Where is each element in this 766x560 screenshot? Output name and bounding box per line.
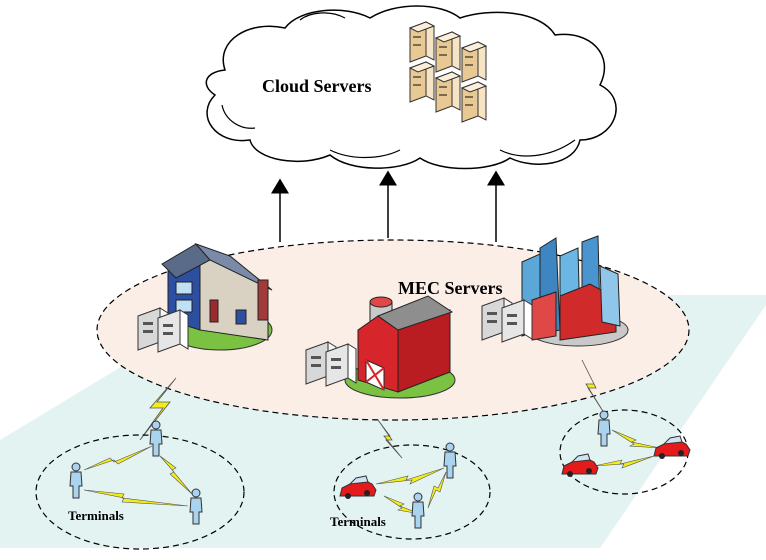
barn-icon bbox=[344, 295, 456, 399]
wireless-link-middle-icon bbox=[377, 419, 403, 459]
cloud-servers-label: Cloud Servers bbox=[262, 76, 372, 96]
terminal-group-middle bbox=[333, 444, 491, 540]
terminals-left-label: Terminals bbox=[68, 508, 124, 523]
d2d-links-left bbox=[83, 445, 193, 507]
house-icon bbox=[161, 242, 273, 351]
wireless-link-left-icon bbox=[139, 377, 177, 441]
terminals-middle-label: Terminals bbox=[330, 514, 386, 529]
mec-servers-label: MEC Servers bbox=[398, 278, 502, 298]
terminal-group-left bbox=[35, 434, 245, 550]
